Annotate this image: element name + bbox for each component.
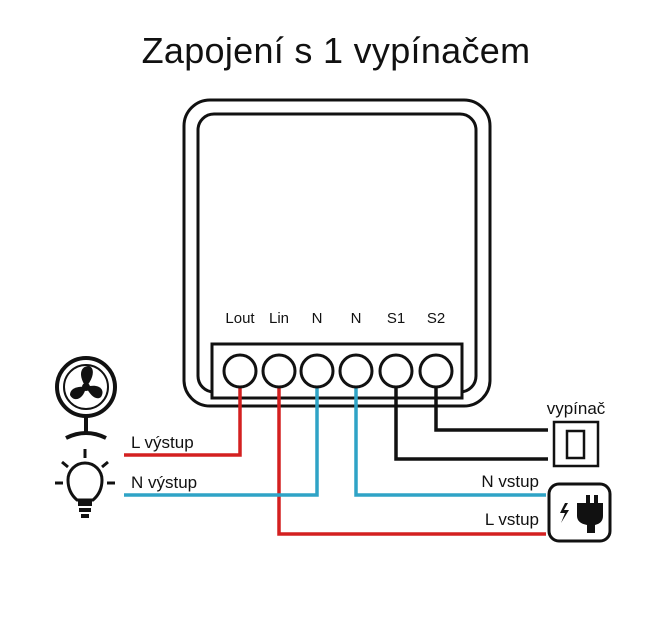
terminal-label-s1: S1	[387, 310, 405, 327]
lightbulb-icon	[55, 449, 115, 518]
screw-n2	[338, 353, 374, 389]
wire-n-input	[354, 371, 546, 497]
screw-lout	[222, 353, 258, 389]
wires	[124, 371, 548, 536]
terminal-label-s2: S2	[427, 310, 445, 327]
wire-n-output	[124, 371, 319, 497]
label-l-input: L vstup	[485, 510, 539, 529]
wire-l-input	[277, 371, 546, 536]
wall-switch-icon	[552, 420, 600, 468]
terminal-label-n1: N	[312, 310, 323, 327]
label-l-output: L výstup	[131, 433, 194, 452]
diagram-title: Zapojení s 1 vypínačem	[141, 30, 531, 71]
wire-s2-switch	[434, 371, 548, 432]
terminal-screws	[222, 353, 454, 389]
screw-s2	[418, 353, 454, 389]
terminal-label-lout: Lout	[225, 310, 255, 327]
terminal-labels: Lout Lin N N S1 S2	[225, 310, 445, 327]
relay-module	[182, 98, 492, 408]
screw-lin	[261, 353, 297, 389]
label-n-input: N vstup	[481, 472, 539, 491]
terminal-label-n2: N	[351, 310, 362, 327]
wire-s1-switch	[394, 371, 548, 461]
terminal-label-lin: Lin	[269, 310, 289, 327]
fan-icon	[55, 356, 117, 440]
wire-l-output	[124, 371, 242, 457]
power-plug-icon	[547, 482, 612, 543]
screw-s1	[378, 353, 414, 389]
label-switch: vypínač	[547, 399, 606, 418]
label-n-output: N výstup	[131, 473, 197, 492]
screw-n1	[299, 353, 335, 389]
